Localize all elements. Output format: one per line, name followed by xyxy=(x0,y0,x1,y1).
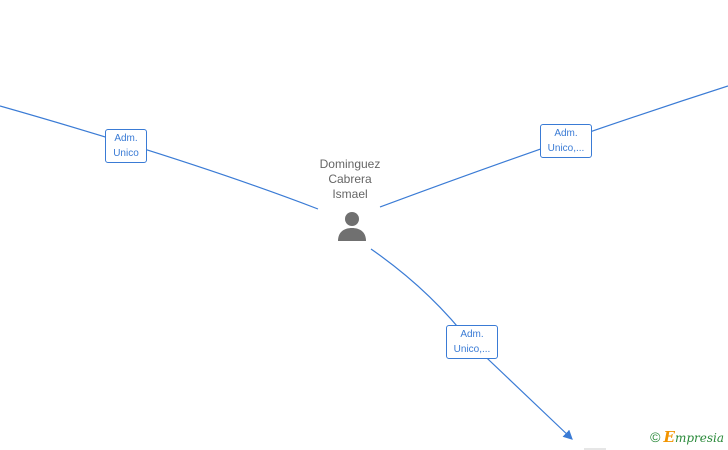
person-node-label: Dominguez Cabrera Ismael xyxy=(300,157,400,202)
edge-label-down[interactable]: Adm. Unico,... xyxy=(446,325,498,359)
person-name-line-1: Dominguez xyxy=(319,157,381,171)
copyright-icon: © xyxy=(650,429,661,445)
person-icon[interactable] xyxy=(336,210,368,242)
edge-label-down-line-1: Adm. xyxy=(460,329,484,340)
edge-label-down-line-2: Unico,... xyxy=(453,344,491,355)
person-name-line-3: Ismael xyxy=(332,187,368,201)
brand-initial: E xyxy=(663,428,675,446)
brand-logo: Empresia xyxy=(664,428,725,446)
edge-label-left-line-2: Unico xyxy=(113,148,139,159)
empresia-watermark: © Empresia xyxy=(650,428,724,446)
person-name-line-2: Cabrera xyxy=(328,172,372,186)
edge-label-right[interactable]: Adm. Unico,... xyxy=(540,124,592,158)
edge-label-left-line-1: Adm. xyxy=(114,133,138,144)
edge-label-right-line-2: Unico,... xyxy=(547,143,585,154)
edge-label-left[interactable]: Adm. Unico xyxy=(105,129,147,163)
edge-line-left xyxy=(0,105,319,210)
brand-rest: mpresia xyxy=(674,431,724,445)
edge-label-right-line-1: Adm. xyxy=(554,128,578,139)
